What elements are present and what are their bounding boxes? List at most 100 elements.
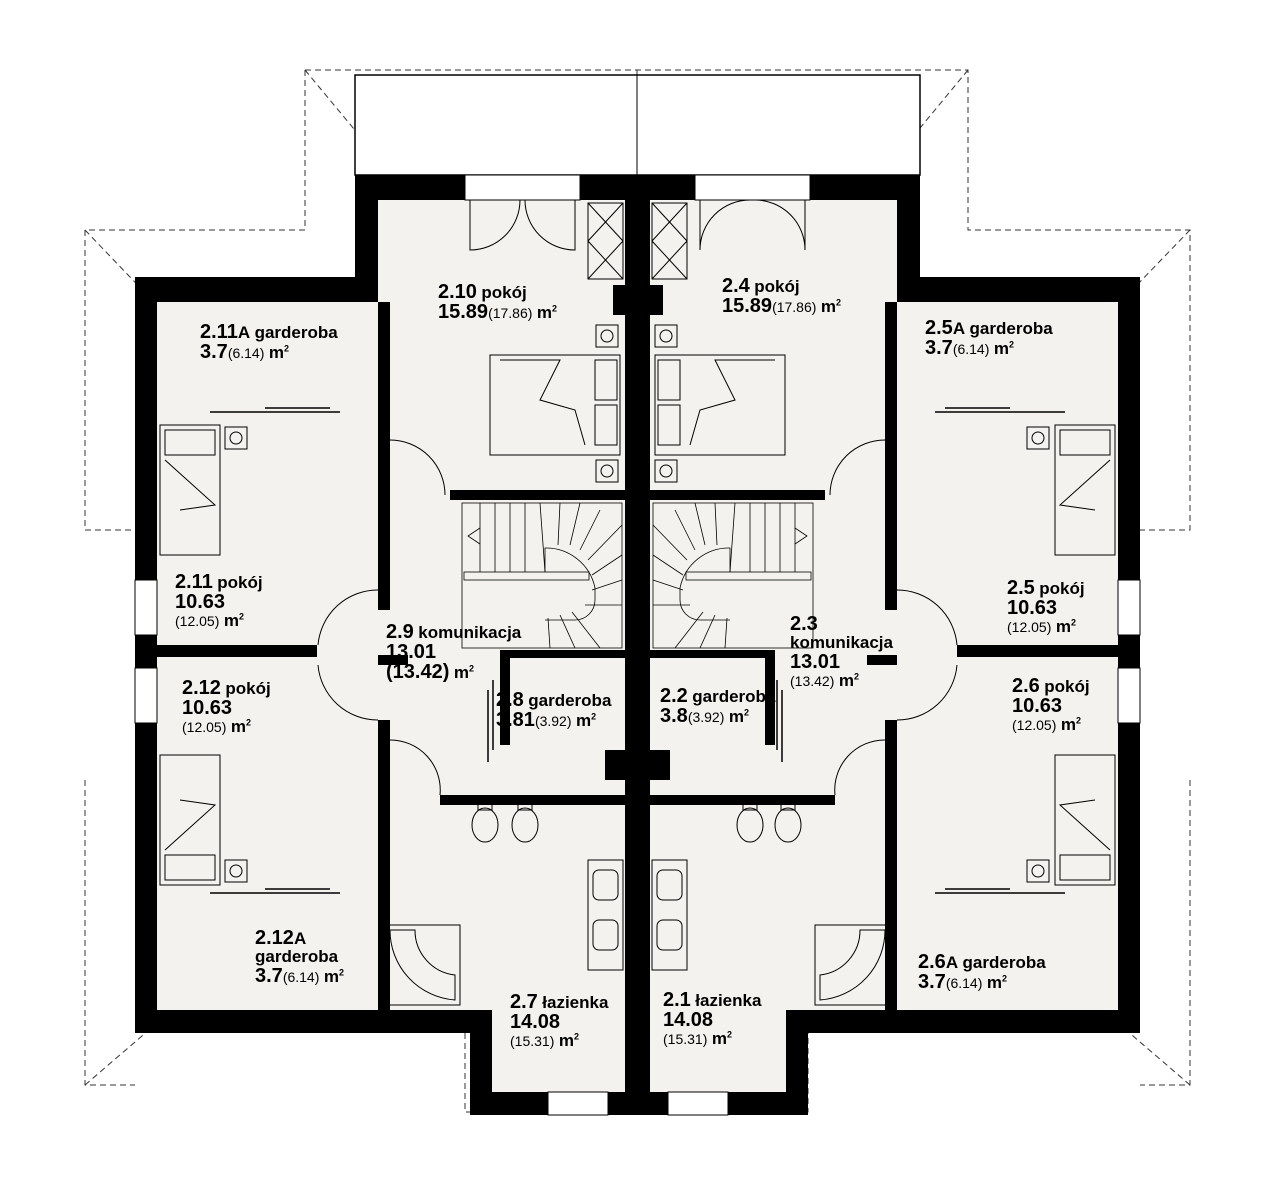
area-exponent: 2 [338,967,344,978]
room-number: 2.6 [1012,675,1040,697]
room-number: 2.3 [790,613,818,635]
room-area: 15.89 [438,301,489,323]
area-unit: m [1060,715,1076,734]
area-exponent: 2 [591,711,597,722]
room-area: 3.81 [496,709,535,731]
area-exponent: 2 [552,303,558,314]
area-unit: m [711,1029,727,1048]
room-label-2-7: 2.7 łazienka 14.08 (15.31) m2 [510,992,608,1050]
area-exponent: 2 [245,717,251,728]
room-gross-area: (12.05) [175,613,220,629]
room-area: 10.63 [182,697,233,719]
room-gross-area: (13.42) [790,673,835,689]
room-label-2-6a: 2.6A garderoba 3.7(6.14) m2 [918,952,1046,992]
room-label-2-1: 2.1 łazienka 14.08 (15.31) m2 [663,990,761,1048]
room-name: pokój [217,573,263,592]
room-area: 10.63 [1012,695,1063,717]
room-gross-area: (13.42) [386,661,450,683]
room-label-2-5: 2.5 pokój 10.63 (12.05) m2 [1007,578,1085,636]
room-area: 3.7 [200,341,228,363]
area-exponent: 2 [743,707,749,718]
area-exponent: 2 [1001,973,1007,984]
room-name: pokój [1039,579,1085,598]
room-name: garderoba [255,947,339,966]
room-area: 3.7 [925,337,953,359]
windows [134,174,1141,1116]
area-unit: m [268,343,284,362]
room-label-2-6: 2.6 pokój 10.63 (12.05) m2 [1012,676,1090,734]
area-unit: m [820,297,836,316]
room-area: 14.08 [510,1011,561,1033]
room-gross-area: (15.31) [510,1033,555,1049]
room-name: garderoba [528,691,612,710]
room-name: pokój [225,679,271,698]
room-gross-area: (12.05) [182,719,227,735]
room-number: 2.7 [510,991,538,1013]
room-number: 2.2 [660,685,688,707]
room-name: garderoba [969,319,1053,338]
area-exponent: 2 [853,671,859,682]
room-number: 2.8 [496,689,524,711]
area-exponent: 2 [468,663,474,674]
wardrobe-sliders [210,407,1065,894]
room-area: 15.89 [722,295,773,317]
staircase [461,502,814,649]
room-number: 2.4 [722,275,750,297]
room-number: 2.12 [182,677,221,699]
room-area: 10.63 [1007,597,1058,619]
room-name: łazienka [695,991,762,1010]
room-name: garderoba [254,323,338,342]
room-gross-area: (6.14) [952,341,990,357]
room-label-2-9: 2.9 komunikacja 13.01 (13.42) m2 [386,622,521,682]
room-label-2-12a: 2.12A garderoba 3.7(6.14) m2 [255,928,344,986]
area-unit: m [1055,617,1071,636]
room-number: 2.11 [200,321,238,343]
room-gross-area: (12.05) [1007,619,1052,635]
room-number: 2.5 [1007,577,1035,599]
room-suffix: A [952,319,966,338]
room-name: pokój [481,283,527,302]
room-gross-area: (6.14) [282,969,320,985]
room-suffix: A [293,929,307,948]
room-label-2-5a: 2.5A garderoba 3.7(6.14) m2 [925,318,1053,358]
room-area: 13.01 [790,651,841,673]
ventilation-ducts [587,202,688,280]
area-exponent: 2 [238,611,244,622]
room-label-2-11a: 2.11A garderoba 3.7(6.14) m2 [200,322,338,362]
room-number: 2.5 [925,317,953,339]
room-gross-area: (3.92) [687,709,725,725]
area-unit: m [838,671,854,690]
area-unit: m [453,663,469,682]
area-unit: m [230,717,246,736]
area-unit: m [558,1031,574,1050]
room-name: łazienka [542,993,609,1012]
room-area: 3.7 [918,971,946,993]
room-gross-area: (6.14) [945,975,983,991]
doors [317,199,958,796]
room-area: 3.7 [255,965,283,987]
area-unit: m [986,973,1002,992]
area-unit: m [536,303,552,322]
room-label-2-4: 2.4 pokój 15.89(17.86) m2 [722,276,841,316]
room-gross-area: (3.92) [534,713,572,729]
room-number: 2.1 [663,989,691,1011]
area-exponent: 2 [1070,617,1076,628]
area-unit: m [728,707,744,726]
room-area: 10.63 [175,591,226,613]
interior-walls [157,175,1118,1115]
room-gross-area: (17.86) [772,299,817,315]
room-label-2-10: 2.10 pokój 15.89(17.86) m2 [438,282,557,322]
room-area: 14.08 [663,1009,714,1031]
room-area: 3.8 [660,705,688,727]
room-label-2-12: 2.12 pokój 10.63 (12.05) m2 [182,678,271,736]
room-label-2-11: 2.11 pokój 10.63 (12.05) m2 [175,572,263,630]
room-name: komunikacja [418,623,522,642]
room-name: pokój [1044,677,1090,696]
room-name: garderoba [692,687,776,706]
room-label-2-3: 2.3 komunikacja 13.01 (13.42) m2 [790,614,893,690]
room-name: garderoba [962,953,1046,972]
room-number: 2.10 [438,281,477,303]
area-exponent: 2 [836,297,842,308]
outer-walls [135,175,1140,1115]
